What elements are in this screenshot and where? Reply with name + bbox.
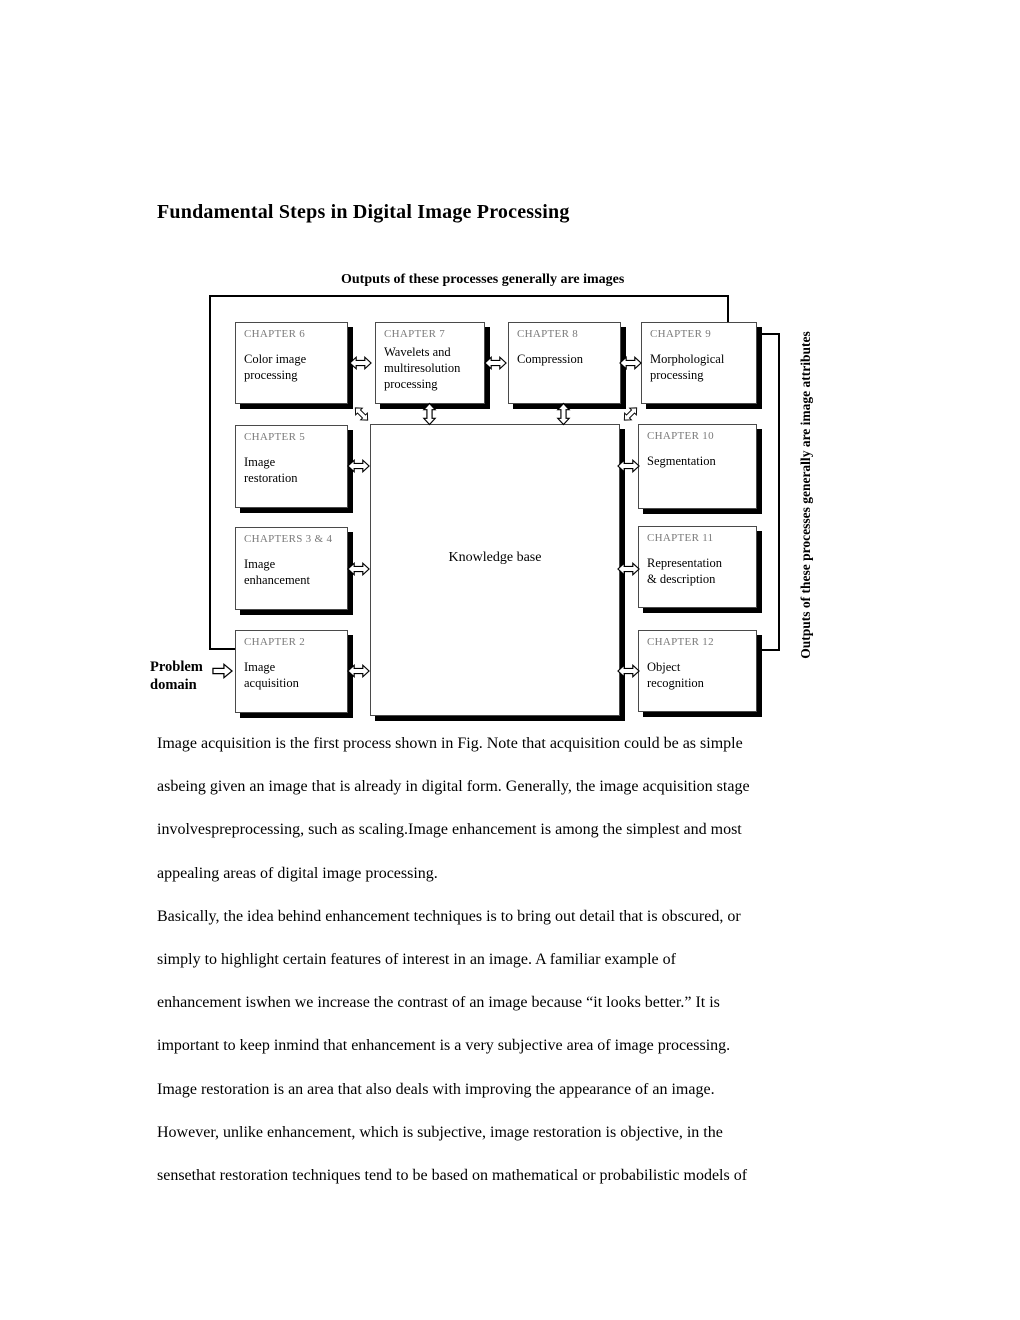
chapter-8-label: Compression (517, 352, 583, 366)
chapter-7-label: Wavelets and multiresolution processing (384, 345, 461, 391)
chapter-11-label: Representation & description (647, 556, 722, 586)
chapter-8-header: CHAPTER 8 (517, 328, 579, 340)
paragraph-3: Image restoration is an area that also d… (157, 1080, 748, 1185)
chapter-5-box: CHAPTER 5 Image restoration (235, 425, 348, 508)
double-arrow-icon (349, 356, 372, 370)
figure-diagram: Outputs of these processes generally are… (150, 272, 813, 716)
chapter-12-header: CHAPTER 12 (647, 636, 714, 648)
chapters-3-4-label: Image enhancement (244, 557, 310, 587)
chapter-10-label: Segmentation (647, 454, 716, 468)
connector-line-top (209, 295, 729, 297)
chapter-6-box: CHAPTER 6 Color image processing (235, 322, 348, 404)
chapter-7-header: CHAPTER 7 (384, 328, 446, 340)
chapter-9-label: Morphological processing (650, 352, 725, 382)
side-bracket-tick-bottom (762, 649, 779, 651)
knowledge-base-box: Knowledge base (370, 424, 620, 716)
right-arrow-icon (212, 663, 233, 679)
connector-line-left (209, 295, 211, 650)
double-arrow-diagonal-icon (351, 403, 373, 425)
chapters-3-4-header: CHAPTERS 3 & 4 (244, 533, 333, 545)
chapters-3-4-box: CHAPTERS 3 & 4 Image enhancement (235, 527, 348, 610)
double-arrow-icon (619, 356, 642, 370)
chapter-10-box: CHAPTER 10 Segmentation (638, 424, 757, 509)
double-arrow-icon (617, 664, 640, 678)
chapter-8-box: CHAPTER 8 Compression (508, 322, 621, 404)
double-arrow-icon (347, 459, 370, 473)
paragraph-1: Image acquisition is the first process s… (157, 735, 750, 882)
chapter-2-box: CHAPTER 2 Image acquisition (235, 630, 348, 713)
chapter-12-label: Object recognition (647, 660, 704, 690)
chapter-11-box: CHAPTER 11 Representation & description (638, 526, 757, 608)
double-arrow-diagonal-icon (620, 403, 642, 425)
chapter-9-header: CHAPTER 9 (650, 328, 712, 340)
body-text: Image acquisition is the first process s… (157, 722, 902, 1197)
connector-line-right-drop (727, 295, 729, 323)
chapter-6-header: CHAPTER 6 (244, 328, 306, 340)
problem-domain-label: Problem domain (150, 659, 203, 693)
chapter-7-box: CHAPTER 7 Wavelets and multiresolution p… (375, 322, 485, 404)
side-bracket (778, 333, 780, 651)
diagram-side-caption: Outputs of these processes generally are… (798, 331, 813, 659)
chapter-5-label: Image restoration (244, 455, 298, 485)
chapter-2-header: CHAPTER 2 (244, 636, 306, 648)
chapter-2-label: Image acquisition (244, 660, 299, 690)
double-arrow-vertical-icon (423, 403, 437, 426)
chapter-10-header: CHAPTER 10 (647, 430, 714, 442)
connector-line-left-jog (209, 648, 236, 650)
double-arrow-icon (617, 459, 640, 473)
side-bracket-tick-top (762, 333, 779, 335)
paragraph-2: Basically, the idea behind enhancement t… (157, 907, 741, 1055)
knowledge-base-label: Knowledge base (448, 550, 542, 565)
double-arrow-vertical-icon (557, 403, 571, 426)
page-title: Fundamental Steps in Digital Image Proce… (157, 201, 570, 223)
chapter-12-box: CHAPTER 12 Object recognition (638, 630, 757, 712)
chapter-6-label: Color image processing (244, 352, 307, 382)
double-arrow-icon (484, 356, 507, 370)
double-arrow-icon (347, 664, 370, 678)
double-arrow-icon (617, 562, 640, 576)
chapter-9-box: CHAPTER 9 Morphological processing (641, 322, 757, 404)
chapter-5-header: CHAPTER 5 (244, 431, 306, 443)
chapter-11-header: CHAPTER 11 (647, 532, 714, 544)
double-arrow-icon (347, 562, 370, 576)
diagram-top-caption: Outputs of these processes generally are… (341, 272, 625, 287)
